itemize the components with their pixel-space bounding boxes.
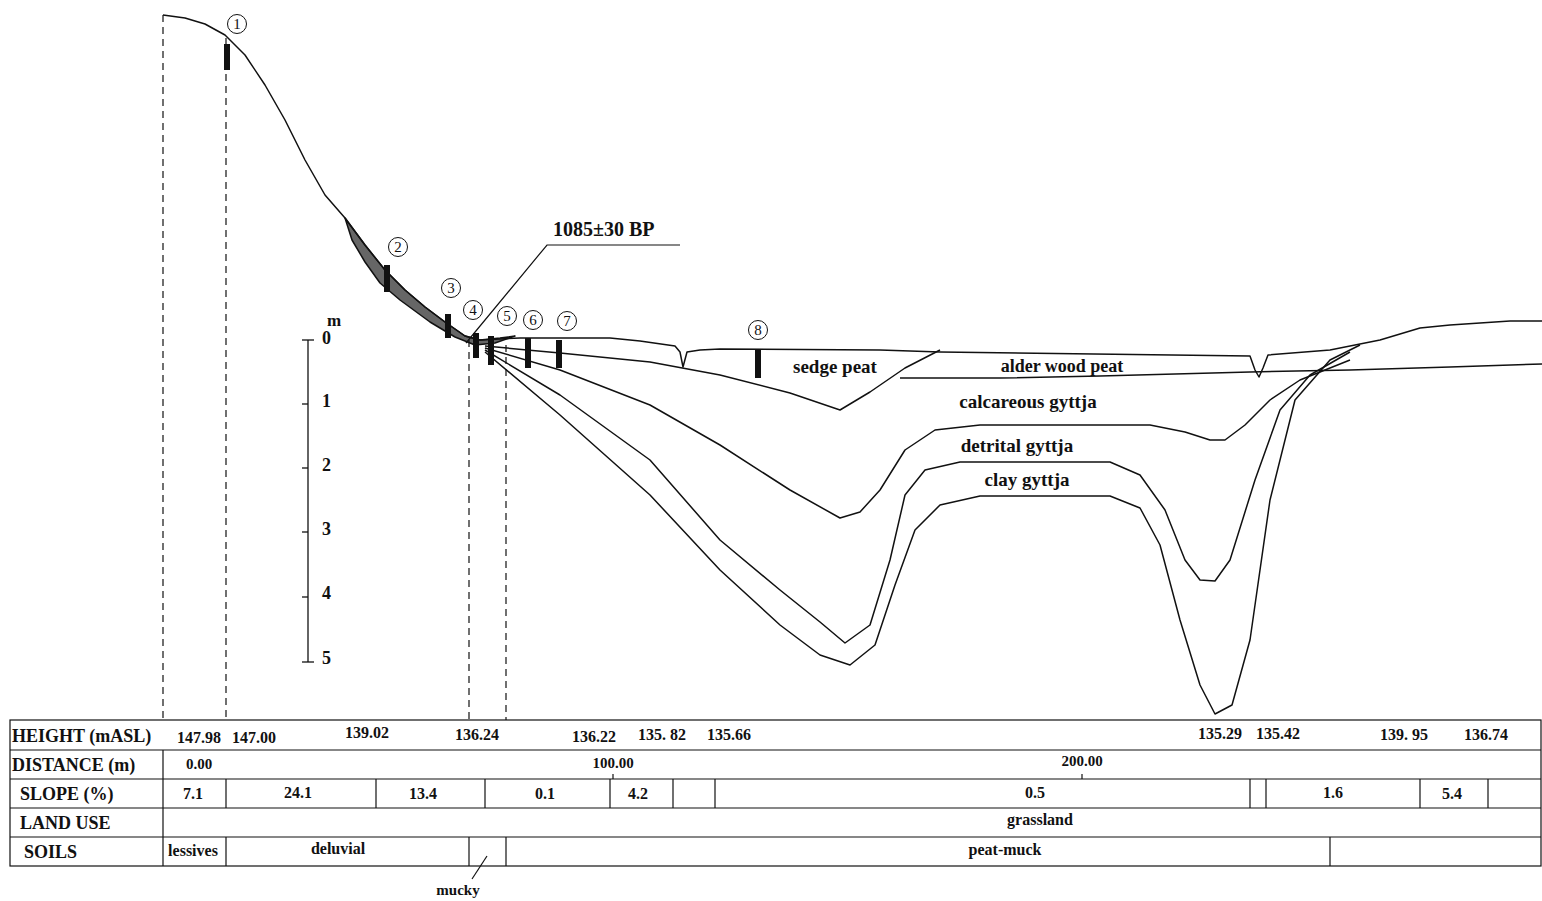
soil-value: deluvial — [311, 841, 365, 857]
scale-number: 4 — [322, 584, 331, 602]
slope-value: 0.1 — [535, 786, 555, 802]
detrital-gyttja-base — [485, 350, 1350, 643]
scale-number: 1 — [322, 392, 331, 410]
sample-number-circle: 6 — [523, 310, 543, 330]
sample-number-circle: 1 — [227, 14, 247, 34]
slope-value: 24.1 — [284, 785, 312, 801]
slope-value: 4.2 — [628, 786, 648, 802]
height-value: 135.42 — [1256, 726, 1300, 742]
callout-number: 4 — [469, 302, 477, 319]
height-value: 136.22 — [572, 729, 616, 745]
clay-gyttja-base — [485, 345, 1360, 714]
distance-value: 0.00 — [186, 757, 212, 772]
slope-value: 7.1 — [183, 786, 203, 802]
row-header: SOILS — [24, 843, 77, 861]
date-label: 1085±30 BP — [553, 219, 655, 239]
layer-name: detrital gyttja — [961, 436, 1073, 455]
profile-markers — [163, 15, 506, 720]
callout-leader — [466, 245, 680, 879]
height-value: 147.00 — [232, 730, 276, 746]
callout-number: 7 — [563, 313, 571, 330]
layer-name: clay gyttja — [985, 470, 1070, 489]
height-value: 135.29 — [1198, 726, 1242, 742]
slope-value: 5.4 — [1442, 786, 1462, 802]
height-value: 135.66 — [707, 727, 751, 743]
colluvium — [345, 218, 515, 345]
sample-number-circle: 5 — [497, 306, 517, 326]
scale-number: 5 — [322, 649, 331, 667]
sample-number-circle: 7 — [557, 311, 577, 331]
scale-number: 3 — [322, 520, 331, 538]
sample-number-circle: 8 — [748, 320, 768, 340]
distance-value: 100.00 — [592, 756, 633, 771]
layer-name: calcareous gyttja — [959, 392, 1096, 411]
callout-number: 8 — [754, 322, 762, 339]
slope-value: 0.5 — [1025, 785, 1045, 801]
layer-name: alder wood peat — [1001, 357, 1124, 375]
callout-number: 2 — [394, 239, 402, 256]
height-value: 136.74 — [1464, 727, 1508, 743]
scale-number: 2 — [322, 456, 331, 474]
height-value: 135. 82 — [638, 727, 686, 743]
soil-value: peat-muck — [969, 842, 1042, 858]
sample-number-circle: 3 — [441, 278, 461, 298]
height-value: 139.02 — [345, 725, 389, 741]
alder-peat-base — [900, 364, 1542, 378]
unit-label: m — [327, 312, 341, 329]
row-header: LAND USE — [20, 814, 111, 832]
height-value: 139. 95 — [1380, 727, 1428, 743]
calcareous-gyttja-base — [485, 348, 1350, 518]
scale-number: 0 — [322, 329, 331, 347]
sample-number-circle: 2 — [388, 237, 408, 257]
ground-surface — [163, 15, 1542, 377]
core-bars — [224, 44, 761, 378]
callout-number: 5 — [503, 308, 511, 325]
slope-value: 1.6 — [1323, 785, 1343, 801]
callout-number: 1 — [233, 16, 241, 33]
sedge-peat-base — [485, 346, 940, 410]
slope-value: 13.4 — [409, 786, 437, 802]
data-table — [10, 720, 1541, 866]
soil-value: lessives — [168, 843, 218, 859]
height-value: 147.98 — [177, 730, 221, 746]
height-value: 136.24 — [455, 727, 499, 743]
distance-value: 200.00 — [1061, 754, 1102, 769]
row-header: SLOPE (%) — [20, 785, 114, 803]
row-header: DISTANCE (m) — [12, 756, 135, 774]
layer-name: sedge peat — [793, 357, 877, 376]
sample-number-circle: 4 — [463, 300, 483, 320]
callout-number: 3 — [447, 280, 455, 297]
row-header: HEIGHT (mASL) — [12, 727, 151, 745]
land-use-value: grassland — [1007, 812, 1073, 828]
soil-value: mucky — [436, 883, 479, 898]
depth-scale — [302, 340, 314, 662]
callout-number: 6 — [529, 312, 537, 329]
